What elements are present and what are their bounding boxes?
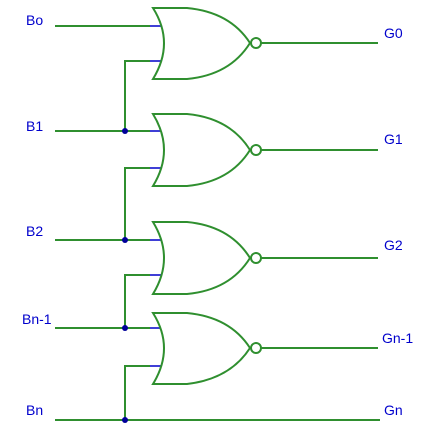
output-label-g2: G2: [384, 237, 403, 253]
output-label-gn: Gn: [384, 402, 403, 418]
inversion-bubble-0: [250, 37, 262, 49]
junction-dot-bn-1: [122, 325, 128, 331]
connector-bn-to-gate3: [124, 365, 155, 420]
nor-gate-2: [150, 221, 378, 295]
nor-gate-1: [150, 113, 378, 187]
input-label-b0: Bo: [26, 12, 43, 28]
output-label-gn-1: Gn-1: [382, 330, 413, 346]
connector-b2-to-gate1: [124, 167, 155, 240]
input-label-b2: B2: [26, 223, 43, 239]
connector-bn-1-to-gate2: [124, 274, 155, 328]
inversion-bubble-1: [250, 144, 262, 156]
junction-dot-b1: [122, 128, 128, 134]
output-label-g1: G1: [384, 131, 403, 147]
nor-gate-3: [150, 312, 378, 385]
inversion-bubble-3: [250, 342, 262, 354]
inversion-bubble-2: [250, 252, 262, 264]
output-label-g0: G0: [384, 25, 403, 41]
input-label-bn-1: Bn-1: [22, 311, 52, 327]
connector-b1-to-gate0: [124, 60, 155, 131]
input-label-bn: Bn: [26, 402, 43, 418]
junction-dot-bn: [122, 417, 128, 423]
junction-dot-b2: [122, 237, 128, 243]
nor-gate-0: [150, 7, 378, 80]
input-label-b1: B1: [26, 118, 43, 134]
